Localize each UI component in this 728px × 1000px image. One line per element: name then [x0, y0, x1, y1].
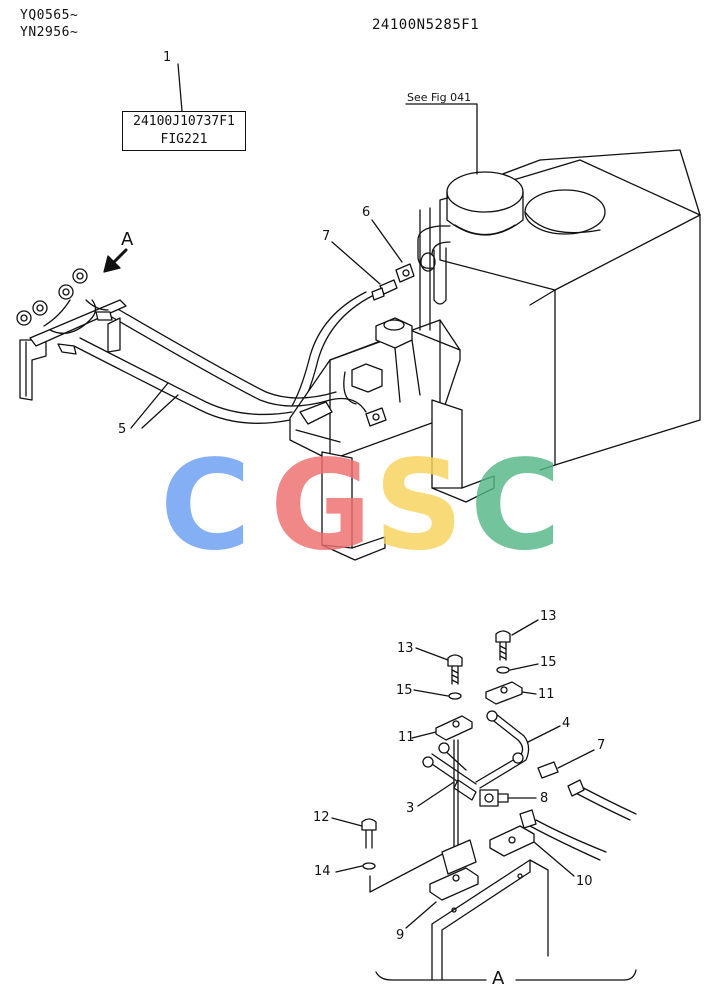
callout-6[interactable]: 6: [362, 205, 371, 220]
serial-range-1: YQ0565~: [20, 8, 79, 23]
view-a-underline: [376, 970, 636, 980]
adapter-6: [396, 264, 414, 282]
view-a-bottom-label: A: [492, 968, 505, 989]
watermark-letter-4: C: [470, 434, 562, 578]
leader-10: [534, 842, 574, 876]
watermark-letter-2: G: [270, 434, 372, 578]
ref-part-number: 24100J10737F1: [133, 114, 235, 129]
leader-7: [332, 242, 380, 284]
pilot-valve-bracket: [17, 269, 126, 400]
leader-1: [178, 64, 182, 111]
reference-box[interactable]: 24100J10737F1 FIG221: [122, 111, 246, 151]
leader-13-lower: [416, 648, 448, 660]
washer-14: [363, 863, 375, 869]
watermark-letter-1: C: [160, 434, 252, 578]
callout-12[interactable]: 12: [313, 810, 330, 825]
tank-elbow-pipe: [418, 226, 450, 304]
see-fig-leader: [406, 104, 477, 174]
leader-6: [372, 220, 402, 262]
washer-15-lower: [449, 693, 461, 699]
leader-3: [418, 782, 454, 806]
callout-14[interactable]: 14: [314, 864, 331, 879]
control-valve: [290, 318, 460, 460]
leader-12: [332, 818, 362, 826]
bracket-leader-line: [370, 848, 454, 892]
valve-bracket-rear: [432, 400, 494, 502]
base-plate: [432, 860, 548, 980]
washer-15-upper: [497, 667, 509, 673]
callout-9[interactable]: 9: [396, 928, 405, 943]
pilot-hoses-5: [74, 308, 366, 423]
leader-15-lower: [414, 690, 448, 696]
callout-7-detail[interactable]: 7: [597, 738, 606, 753]
callout-11-upper[interactable]: 11: [538, 687, 555, 702]
callout-10[interactable]: 10: [576, 874, 593, 889]
valve-bracket-front: [322, 452, 385, 560]
leader-13-upper: [512, 620, 538, 635]
filler-cap-right: [525, 190, 605, 234]
clamp-11-lower: [436, 716, 472, 740]
leader-7-detail: [558, 750, 594, 768]
bracket-9: [430, 840, 478, 900]
valve-fitting: [366, 408, 386, 426]
view-a-label: A: [121, 229, 134, 250]
watermark-letter-3: S: [374, 434, 464, 578]
leader-9: [406, 902, 436, 928]
pipe-3: [423, 743, 476, 800]
view-arrow-head: [104, 256, 120, 272]
fitting-8: [480, 790, 508, 806]
serial-range-2: YN2956~: [20, 25, 79, 40]
callout-4[interactable]: 4: [562, 716, 571, 731]
nipple-7-top: [372, 280, 397, 300]
see-fig-label[interactable]: See Fig 041: [407, 91, 472, 104]
drawing-number: 24100N5285F1: [372, 17, 480, 33]
ref-figure: FIG221: [160, 132, 208, 147]
pipe-4: [476, 711, 529, 788]
callout-7-top[interactable]: 7: [322, 229, 331, 244]
bolt-13-lower: [448, 655, 462, 684]
callout-13-upper[interactable]: 13: [540, 609, 557, 624]
callout-1[interactable]: 1: [163, 50, 172, 65]
callout-15-upper[interactable]: 15: [540, 655, 557, 670]
clamp-11-upper: [486, 682, 522, 704]
leader-5: [131, 383, 178, 428]
nipple-7-detail: [538, 762, 558, 778]
leader-11-lower: [412, 732, 436, 738]
callout-15-lower[interactable]: 15: [396, 683, 413, 698]
callout-13-lower[interactable]: 13: [397, 641, 414, 656]
leader-15-upper: [510, 664, 538, 670]
leader-11-upper: [522, 692, 536, 694]
bolt-13-upper: [496, 631, 510, 660]
tank: [420, 150, 700, 470]
filler-cap-left: [447, 172, 523, 235]
detail-hoses: [530, 780, 636, 860]
callout-3[interactable]: 3: [406, 801, 415, 816]
clamp-10: [490, 810, 536, 856]
mounting-rod: [454, 740, 458, 860]
bolt-12: [362, 819, 376, 848]
leader-4: [528, 726, 560, 742]
callout-8[interactable]: 8: [540, 791, 549, 806]
callout-5[interactable]: 5: [118, 422, 127, 437]
leader-14: [336, 866, 362, 872]
callout-11-lower[interactable]: 11: [398, 730, 415, 745]
